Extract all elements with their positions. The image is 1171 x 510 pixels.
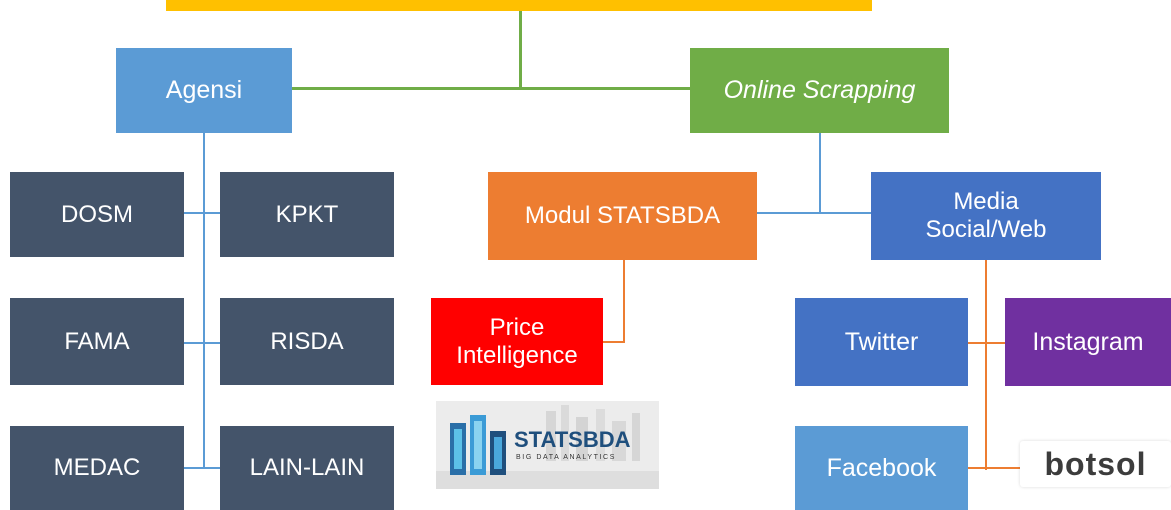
node-online-scrapping-label: Online Scrapping: [723, 76, 916, 105]
connector-row1: [184, 212, 220, 214]
statsbda-logo-graphic: STATSBDA BIG DATA ANALYTICS: [436, 405, 659, 489]
node-price-line1: Price: [489, 313, 545, 341]
node-media-line2: Social/Web: [925, 216, 1047, 243]
node-lain-lain-label: LAIN-LAIN: [249, 454, 365, 482]
node-facebook: Facebook: [795, 426, 968, 510]
node-dosm: DOSM: [10, 172, 184, 257]
node-agensi: Agensi: [116, 48, 292, 133]
node-fama: FAMA: [10, 298, 184, 385]
node-medac: MEDAC: [10, 426, 184, 510]
node-risda: RISDA: [220, 298, 394, 385]
node-media-line1: Media: [953, 188, 1019, 216]
node-facebook-label: Facebook: [826, 453, 937, 482]
node-fama-label: FAMA: [64, 327, 130, 355]
statsbda-logo: STATSBDA BIG DATA ANALYTICS: [436, 401, 659, 489]
node-kpkt-label: KPKT: [275, 200, 339, 228]
node-instagram-label: Instagram: [1032, 327, 1144, 356]
connector-modul-down: [623, 260, 625, 342]
node-modul-statsbda: Modul STATSBDA: [488, 172, 757, 260]
node-risda-label: RISDA: [270, 327, 344, 355]
connector-agensi-online: [292, 87, 690, 90]
connector-media-trunk: [985, 260, 987, 470]
connector-to-price: [603, 341, 625, 343]
node-online-scrapping: Online Scrapping: [690, 48, 949, 133]
node-price-line2: Intelligence: [456, 341, 578, 369]
botsol-logo-text: botsol: [1044, 445, 1147, 482]
node-agensi-label: Agensi: [165, 76, 243, 105]
connector-row3: [184, 467, 220, 469]
botsol-logo: botsol: [1020, 441, 1171, 487]
connector-twitter-instagram: [968, 342, 1005, 344]
connector-top-vertical: [519, 11, 522, 89]
node-twitter: Twitter: [795, 298, 968, 386]
node-media-social-web: Media Social/Web: [871, 172, 1101, 260]
node-dosm-label: DOSM: [61, 200, 133, 228]
node-price-intelligence: Price Intelligence: [431, 298, 603, 385]
node-twitter-label: Twitter: [844, 327, 919, 356]
node-instagram: Instagram: [1005, 298, 1171, 386]
node-modul-statsbda-label: Modul STATSBDA: [524, 202, 721, 230]
connector-facebook-botsol: [968, 467, 1020, 469]
node-medac-label: MEDAC: [53, 454, 141, 482]
connector-online-trunk: [819, 133, 821, 214]
statsbda-logo-name: STATSBDA: [514, 427, 631, 452]
connector-agensi-trunk: [203, 133, 205, 469]
node-kpkt: KPKT: [220, 172, 394, 257]
connector-row2: [184, 342, 220, 344]
connector-modul-media: [757, 212, 871, 214]
statsbda-logo-tagline: BIG DATA ANALYTICS: [516, 454, 616, 461]
node-lain-lain: LAIN-LAIN: [220, 426, 394, 510]
top-banner: [166, 0, 872, 11]
